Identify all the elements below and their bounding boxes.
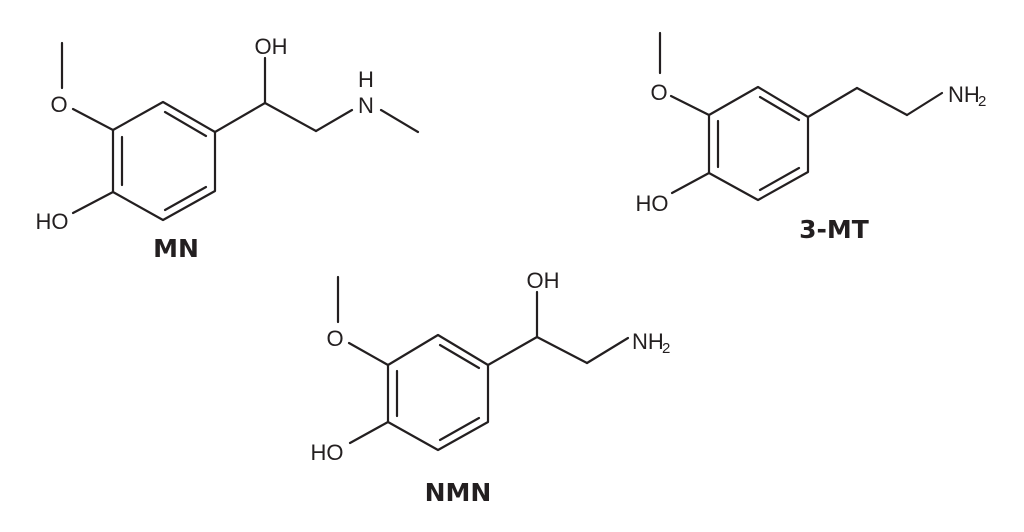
3mt-chain-bond-3 <box>905 91 944 117</box>
3mt-benzene-ring <box>707 85 810 202</box>
mn-double-bond-top <box>163 110 208 138</box>
mn-name-label: MN <box>153 234 199 263</box>
mn-chain-bond-3 <box>314 108 354 133</box>
mn-amine-n: N <box>358 93 374 118</box>
nmn-chain-bond-1 <box>486 335 539 367</box>
nmn-hydroxyl-label: HO <box>311 440 344 465</box>
mn-ho-ring-bond <box>71 190 115 215</box>
nmn-amine-label: NH <box>632 329 664 354</box>
mn-hydroxyl-label: HO <box>36 209 69 234</box>
nmn-chain-bond-3 <box>585 336 630 365</box>
nmn-benzene-ring <box>386 333 490 452</box>
molecule-3mt: O HO NH 2 3-MT <box>636 31 986 244</box>
mn-double-bond-bottom <box>163 185 208 212</box>
mn-side-oh-label: OH <box>255 34 288 59</box>
nmn-double-bond-bottom <box>438 416 481 442</box>
mn-n-methyl-bond <box>379 108 420 134</box>
mn-methoxy-oxygen: O <box>50 92 67 117</box>
nmn-chain-bond-2 <box>535 335 589 365</box>
mn-amine-h: H <box>358 67 374 92</box>
nmn-side-oh-label: OH <box>527 268 560 293</box>
3mt-double-bond-bottom <box>758 166 801 192</box>
molecule-nmn: O HO OH NH 2 NMN <box>311 268 671 507</box>
nmn-methoxy-oxygen: O <box>326 326 343 351</box>
3mt-amine-label: NH <box>948 82 980 107</box>
3mt-chain-bond-1 <box>806 86 859 119</box>
nmn-ho-ring-bond <box>348 420 390 445</box>
mn-chain-bond-1 <box>213 101 267 134</box>
mn-o-ring-bond <box>71 107 115 132</box>
3mt-hydroxyl-label: HO <box>636 191 669 216</box>
3mt-o-ring-bond <box>669 94 711 117</box>
3mt-double-bond-top <box>758 95 801 122</box>
nmn-double-bond-top <box>438 343 481 370</box>
molecule-mn: O HO OH N H MN <box>36 34 420 263</box>
nmn-o-ring-bond <box>347 341 390 367</box>
3mt-methoxy-oxygen: O <box>650 80 667 105</box>
nmn-amine-subscript: 2 <box>662 340 670 357</box>
mn-chain-bond-2 <box>263 101 318 133</box>
3mt-chain-bond-2 <box>855 86 909 117</box>
3mt-amine-subscript: 2 <box>978 93 986 110</box>
nmn-name-label: NMN <box>425 478 492 507</box>
3mt-name-label: 3-MT <box>799 215 869 244</box>
3mt-ho-ring-bond <box>670 171 711 195</box>
mn-benzene-ring <box>111 100 217 222</box>
